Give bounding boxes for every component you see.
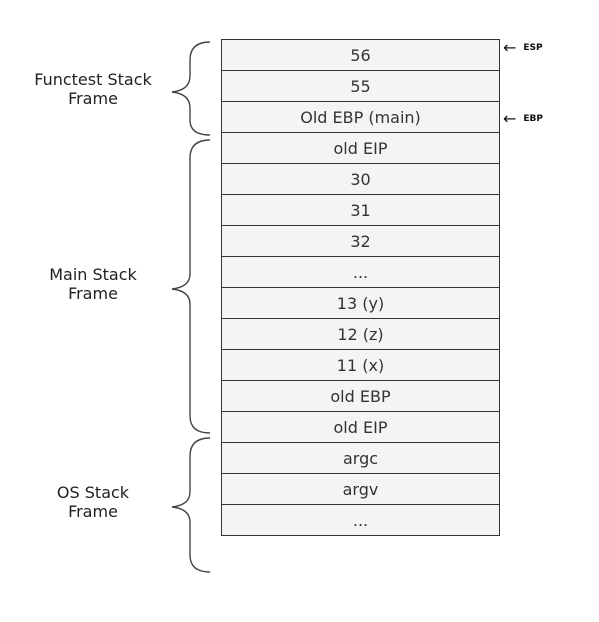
stack-cell: old EIP [221,132,500,164]
stack-cell: old EIP [221,411,500,443]
stack-cell: argc [221,442,500,474]
stack-cell: argv [221,473,500,505]
stack-cell: old EBP [221,380,500,412]
os-frame-brace [171,437,211,573]
functest-frame-label: Functest Stack Frame [34,70,152,108]
stack-cell: 11 (x) [221,349,500,381]
esp-pointer: ← ESP [503,38,543,57]
ebp-pointer: ← EBP [503,109,544,128]
left-arrow-icon: ← [503,109,517,128]
ebp-label: EBP [523,114,544,124]
os-frame-label: OS Stack Frame [56,483,130,521]
esp-label: ESP [523,43,543,53]
stack-cell: 55 [221,70,500,102]
stack-cell: ... [221,256,500,288]
stack-cell: 13 (y) [221,287,500,319]
left-arrow-icon: ← [503,38,517,57]
stack-cell: 30 [221,163,500,195]
stack-cell: 31 [221,194,500,226]
stack-cell: 12 (z) [221,318,500,350]
stack-cell: ... [221,504,500,536]
main-frame-label: Main Stack Frame [49,265,137,303]
functest-frame-brace [171,41,211,136]
stack-cell: Old EBP (main) [221,101,500,133]
stack-cell: 56 [221,39,500,71]
stack-cell: 32 [221,225,500,257]
main-frame-brace [171,139,211,434]
stack-diagram: 56 55 Old EBP (main) old EIP 30 31 32 ..… [221,39,500,536]
